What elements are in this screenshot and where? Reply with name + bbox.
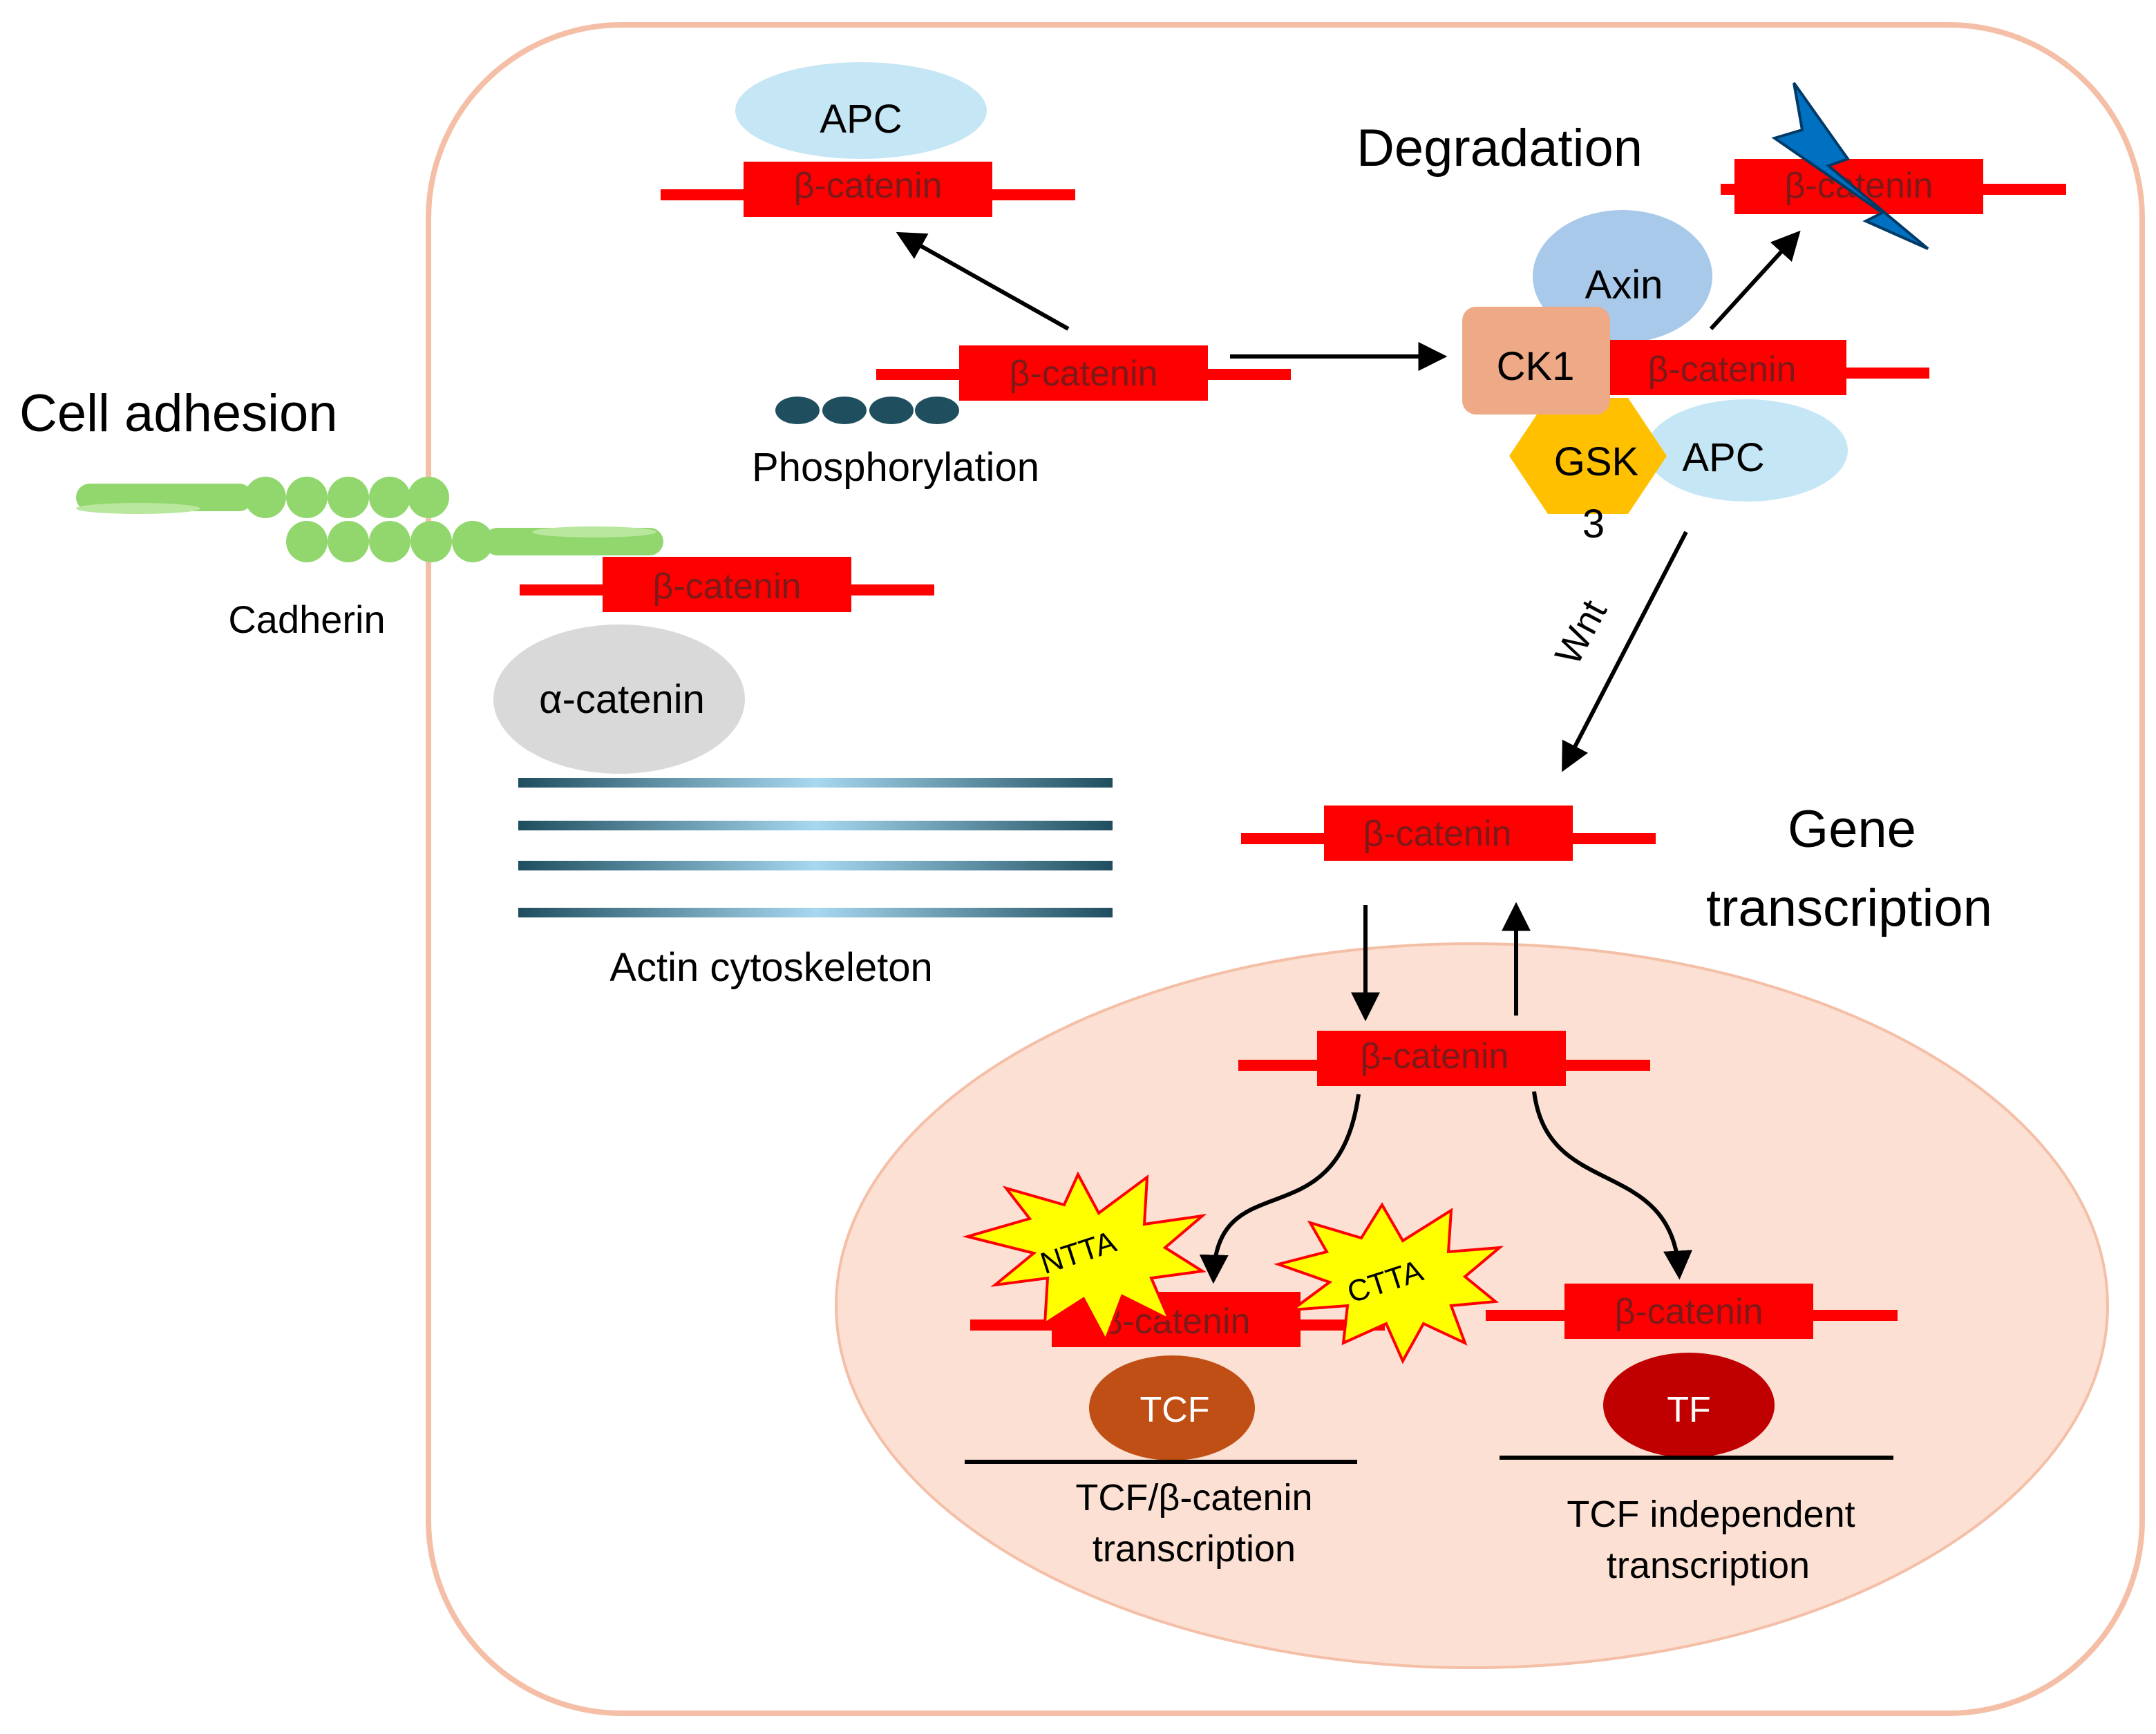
gene-transcription-title-line2: transcription bbox=[1706, 879, 1992, 937]
beta-catenin-cytoplasm: β-catenin bbox=[876, 345, 1291, 401]
actin-filaments bbox=[518, 778, 1113, 917]
beta-catenin-label: β-catenin bbox=[1361, 1036, 1509, 1076]
beta-catenin-tcf-bound: β-catenin bbox=[970, 1292, 1385, 1347]
beta-catenin-label: β-catenin bbox=[653, 566, 802, 607]
beta-catenin-label: β-catenin bbox=[1615, 1292, 1763, 1332]
tcf-independent-transcription-line2: transcription bbox=[1607, 1545, 1810, 1586]
ntta-starburst: NTTA bbox=[962, 1171, 1207, 1344]
beta-catenin-label: β-catenin bbox=[1363, 814, 1512, 854]
ck1-label: CK1 bbox=[1497, 344, 1575, 389]
tcf bbox=[1089, 1355, 1255, 1460]
tcf-label: TCF bbox=[1140, 1390, 1209, 1430]
tf-label: TF bbox=[1667, 1390, 1711, 1430]
tf bbox=[1603, 1353, 1775, 1458]
nucleus bbox=[835, 942, 2109, 1669]
ctta-starburst: CTTA bbox=[1274, 1202, 1504, 1364]
beta-catenin-label: β-catenin bbox=[1102, 1302, 1251, 1342]
cell-adhesion-title: Cell adhesion bbox=[19, 384, 338, 443]
beta-catenin-label: β-catenin bbox=[1785, 166, 1933, 206]
actin-label: Actin cytoskeleton bbox=[609, 945, 932, 990]
phosphate-groups bbox=[775, 397, 959, 424]
tcf-independent-transcription-line1: TCF independent bbox=[1567, 1494, 1855, 1535]
cadherin-label: Cadherin bbox=[228, 598, 385, 641]
gsk3-label-line1: GSK bbox=[1554, 439, 1639, 484]
arrow-to-degradation bbox=[1709, 230, 1801, 331]
alpha-catenin bbox=[493, 625, 745, 774]
beta-catenin-stabilized: β-catenin bbox=[1241, 806, 1656, 861]
ck1 bbox=[1462, 307, 1610, 415]
beta-catenin-membrane: β-catenin bbox=[520, 557, 934, 612]
beta-catenin-nuclear: β-catenin bbox=[1238, 1031, 1650, 1086]
arrow-to-tcf-complex bbox=[1199, 1094, 1361, 1284]
lightning-icon bbox=[1771, 82, 1929, 250]
beta-catenin-apc-bound: β-catenin bbox=[661, 162, 1075, 217]
arrow-to-apc-complex bbox=[896, 231, 1070, 331]
apc-top-label: APC bbox=[820, 97, 902, 142]
tcf-beta-catenin-transcription-line1: TCF/β-catenin bbox=[1075, 1477, 1312, 1518]
apc-top bbox=[735, 62, 987, 159]
cadherin-molecule bbox=[76, 477, 663, 562]
axin-label: Axin bbox=[1585, 263, 1663, 307]
beta-catenin-tf-bound: β-catenin bbox=[1486, 1284, 1898, 1339]
gene-transcription-title-line1: Gene bbox=[1788, 800, 1916, 859]
beta-catenin-degraded: β-catenin bbox=[1721, 159, 2066, 214]
beta-catenin-label: β-catenin bbox=[1648, 350, 1797, 390]
tcf-beta-catenin-transcription-line2: transcription bbox=[1093, 1528, 1296, 1570]
apc-complex-label: APC bbox=[1682, 435, 1764, 480]
degradation-title: Degradation bbox=[1356, 119, 1643, 178]
alpha-catenin-label: α-catenin bbox=[539, 677, 705, 722]
arrow-to-tf-complex bbox=[1532, 1091, 1693, 1280]
wnt-arrow bbox=[1562, 531, 1688, 772]
beta-catenin-label: β-catenin bbox=[794, 166, 943, 206]
beta-catenin-destruction: β-catenin bbox=[1515, 340, 1929, 395]
gsk3-label-line2: 3 bbox=[1582, 502, 1605, 546]
gsk3 bbox=[1509, 398, 1667, 514]
beta-catenin-label: β-catenin bbox=[1010, 354, 1158, 394]
apc-complex bbox=[1646, 399, 1848, 502]
phosphorylation-label: Phosphorylation bbox=[752, 445, 1039, 490]
